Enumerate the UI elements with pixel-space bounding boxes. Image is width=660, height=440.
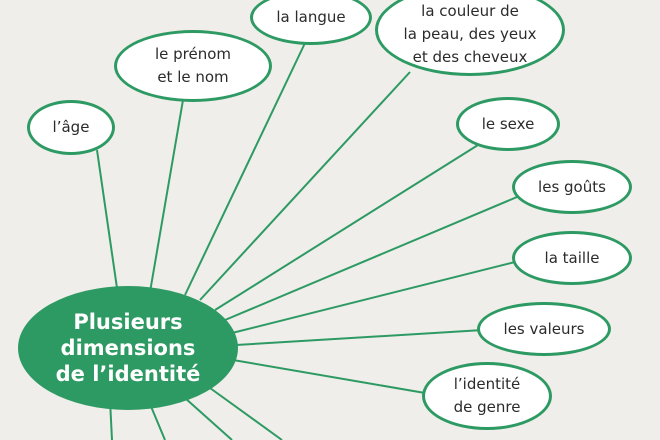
node-prenom-nom-label: le prénom et le nom: [154, 45, 232, 86]
connector-offscreen-3: [184, 397, 233, 440]
connector-couleur: [199, 71, 411, 301]
center-label: Plusieurs dimensions de l’identité: [55, 310, 201, 386]
node-gouts: les goûts: [512, 160, 632, 214]
connector-prenom-nom: [149, 99, 184, 293]
connector-langue: [184, 42, 306, 296]
node-sexe-label: le sexe: [481, 114, 535, 133]
node-prenom-nom: le prénom et le nom: [114, 30, 272, 102]
connector-age: [96, 149, 119, 296]
node-sexe: le sexe: [456, 97, 560, 151]
node-couleur: la couleur de la peau, des yeux et des c…: [375, 0, 565, 76]
node-valeurs: les valeurs: [477, 302, 611, 356]
node-langue: la langue: [250, 0, 372, 45]
center-node: Plusieurs dimensions de l’identité: [18, 286, 238, 410]
connector-sexe: [214, 144, 479, 311]
connector-offscreen-2: [149, 403, 166, 440]
node-identite-genre-label: l’identité de genre: [453, 375, 521, 416]
node-couleur-label: la couleur de la peau, des yeux et des c…: [403, 1, 537, 66]
connector-identite-genre: [232, 359, 426, 394]
connector-gouts: [224, 196, 518, 321]
node-gouts-label: les goûts: [538, 177, 606, 196]
node-age: l’âge: [27, 100, 115, 155]
node-langue-label: la langue: [276, 8, 346, 26]
node-taille-label: la taille: [544, 248, 600, 267]
node-taille: la taille: [512, 231, 632, 285]
connector-offscreen-4: [209, 387, 283, 440]
node-identite-genre: l’identité de genre: [422, 362, 552, 430]
node-age-label: l’âge: [52, 118, 90, 136]
node-valeurs-label: les valeurs: [503, 319, 585, 338]
connector-valeurs: [235, 329, 484, 346]
connector-taille: [231, 261, 516, 334]
